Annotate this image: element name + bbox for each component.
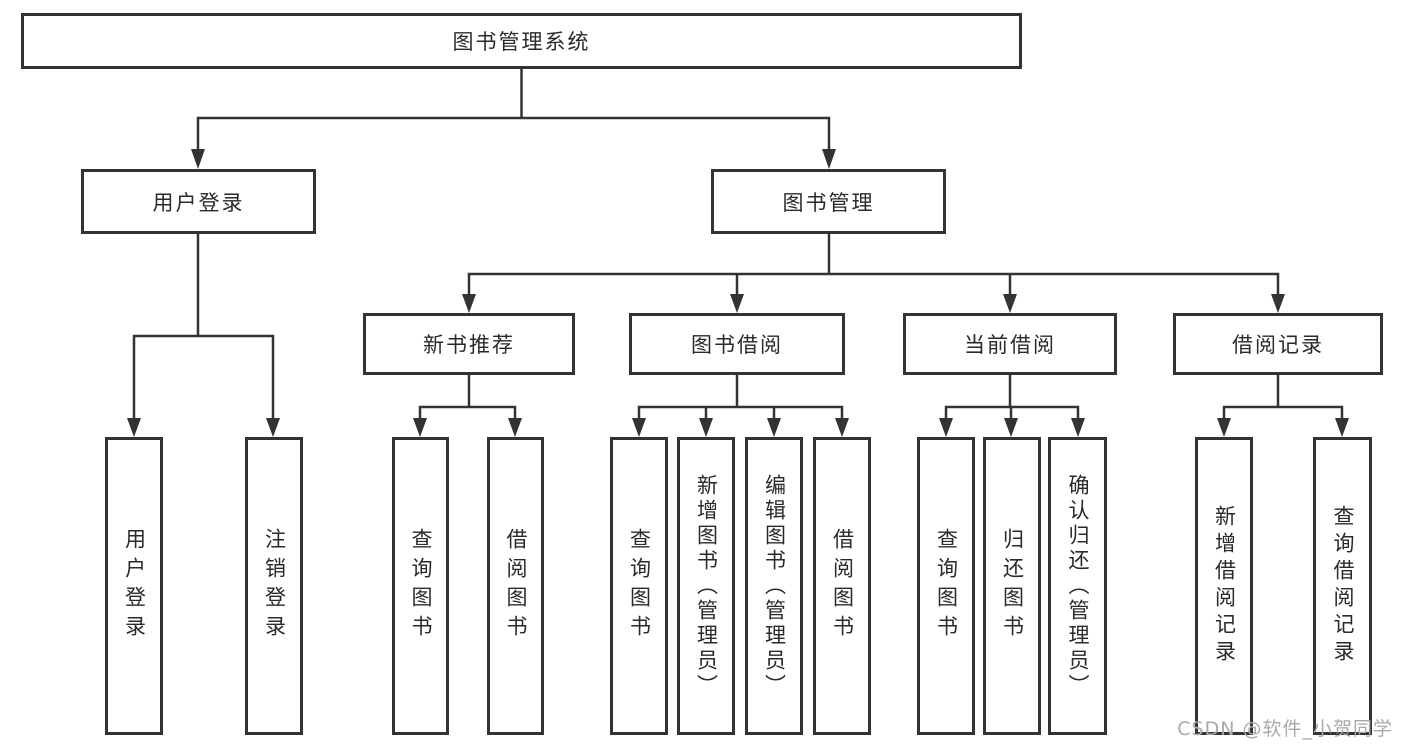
leaf-edit-books-admin-label: 编辑图书（管理员） [762, 473, 787, 699]
node-new-book-recommend: 新书推荐 [363, 313, 575, 375]
leaf-return-books-label: 归还图书 [1000, 528, 1025, 644]
leaf-logout-label: 注销登录 [262, 528, 287, 644]
leaf-borrow-query-books: 查询图书 [610, 437, 668, 735]
leaf-borrow-books-label: 借阅图书 [830, 528, 855, 644]
leaf-confirm-return-admin: 确认归还（管理员） [1048, 437, 1107, 735]
leaf-add-borrow-record-label: 新增借阅记录 [1212, 505, 1237, 667]
node-book-management: 图书管理 [711, 169, 946, 234]
leaf-edit-books-admin: 编辑图书（管理员） [745, 437, 803, 735]
leaf-add-books-admin: 新增图书（管理员） [677, 437, 735, 735]
leaf-recommend-query-books: 查询图书 [392, 437, 449, 735]
arrowheads [127, 149, 1349, 437]
leaf-borrow-query-books-label: 查询图书 [627, 528, 652, 644]
leaf-current-query-books-label: 查询图书 [934, 528, 959, 644]
leaf-recommend-borrow-books-label: 借阅图书 [504, 528, 528, 644]
node-root-label: 图书管理系统 [452, 30, 591, 54]
leaf-borrow-books: 借阅图书 [813, 437, 871, 735]
node-current-borrow: 当前借阅 [903, 313, 1117, 375]
leaf-current-query-books: 查询图书 [917, 437, 975, 735]
leaf-user-login: 用户登录 [105, 437, 163, 735]
leaf-recommend-query-books-label: 查询图书 [409, 528, 433, 644]
leaf-query-borrow-record-label: 查询借阅记录 [1331, 505, 1355, 667]
node-user-login-label: 用户登录 [152, 190, 245, 215]
node-root: 图书管理系统 [21, 13, 1022, 69]
leaf-confirm-return-admin-label: 确认归还（管理员） [1066, 473, 1090, 699]
leaf-return-books: 归还图书 [983, 437, 1041, 735]
node-current-borrow-label: 当前借阅 [964, 333, 1056, 357]
node-book-management-label: 图书管理 [782, 190, 875, 215]
node-book-borrow: 图书借阅 [629, 313, 845, 375]
leaf-query-borrow-record: 查询借阅记录 [1313, 437, 1372, 735]
node-borrow-record-label: 借阅记录 [1232, 333, 1324, 357]
node-new-book-recommend-label: 新书推荐 [423, 333, 515, 357]
node-user-login: 用户登录 [81, 169, 316, 234]
leaf-add-borrow-record: 新增借阅记录 [1195, 437, 1253, 735]
leaf-user-login-label: 用户登录 [122, 528, 147, 644]
csdn-watermark: CSDN @软件_小贺同学 [1177, 718, 1393, 740]
leaf-recommend-borrow-books: 借阅图书 [487, 437, 544, 735]
tree-edges [132, 69, 1344, 419]
leaf-logout: 注销登录 [245, 437, 303, 735]
node-book-borrow-label: 图书借阅 [691, 333, 783, 357]
leaf-add-books-admin-label: 新增图书（管理员） [694, 473, 719, 699]
node-borrow-record: 借阅记录 [1173, 313, 1383, 375]
